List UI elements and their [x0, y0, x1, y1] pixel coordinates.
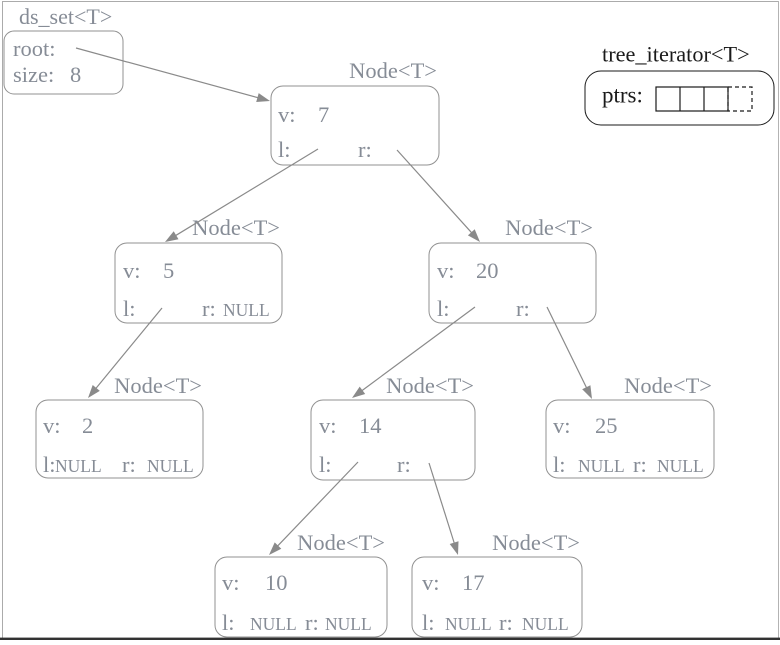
svg-text:NULL: NULL: [325, 614, 372, 634]
svg-text:NULL: NULL: [55, 456, 102, 476]
svg-text:Node<T>: Node<T>: [386, 373, 474, 398]
svg-text:v:: v:: [123, 258, 141, 283]
svg-text:NULL: NULL: [250, 614, 297, 634]
svg-text:r:: r:: [397, 452, 411, 477]
svg-text:5: 5: [163, 258, 174, 283]
svg-text:v:: v:: [222, 570, 240, 595]
svg-text:17: 17: [462, 570, 485, 595]
svg-text:7: 7: [318, 102, 329, 127]
svg-text:r:: r:: [633, 452, 647, 477]
svg-text:tree_iterator<T>: tree_iterator<T>: [602, 42, 750, 67]
svg-text:NULL: NULL: [657, 456, 704, 476]
svg-text:Node<T>: Node<T>: [349, 58, 437, 83]
svg-text:l:: l:: [437, 296, 450, 321]
svg-text:25: 25: [595, 413, 618, 438]
svg-text:l:: l:: [319, 452, 332, 477]
svg-text:14: 14: [359, 413, 382, 438]
svg-text:10: 10: [265, 570, 288, 595]
svg-text:l:: l:: [43, 452, 56, 477]
svg-text:NULL: NULL: [223, 300, 270, 320]
svg-text:l:: l:: [123, 296, 136, 321]
svg-text:r:: r:: [358, 137, 372, 162]
svg-text:ds_set<T>: ds_set<T>: [19, 4, 112, 29]
svg-text:l:: l:: [553, 452, 566, 477]
svg-text:Node<T>: Node<T>: [297, 530, 385, 555]
svg-text:v:: v:: [319, 413, 337, 438]
svg-text:NULL: NULL: [445, 614, 492, 634]
svg-text:Node<T>: Node<T>: [192, 215, 280, 240]
svg-text:Node<T>: Node<T>: [114, 373, 202, 398]
svg-text:r:: r:: [122, 452, 136, 477]
svg-text:20: 20: [476, 258, 499, 283]
svg-text:v:: v:: [553, 413, 571, 438]
svg-text:v:: v:: [43, 413, 61, 438]
svg-text:v:: v:: [437, 258, 455, 283]
svg-text:v:: v:: [422, 570, 440, 595]
svg-text:ptrs:: ptrs:: [602, 83, 643, 108]
svg-text:root:: root:: [13, 36, 56, 61]
svg-text:r:: r:: [516, 296, 530, 321]
svg-text:NULL: NULL: [578, 456, 625, 476]
svg-text:r:: r:: [202, 296, 216, 321]
svg-text:v:: v:: [278, 102, 296, 127]
svg-text:8: 8: [70, 62, 81, 87]
svg-text:l:: l:: [278, 137, 291, 162]
svg-text:Node<T>: Node<T>: [492, 530, 580, 555]
svg-text:Node<T>: Node<T>: [624, 373, 712, 398]
svg-text:NULL: NULL: [522, 614, 569, 634]
svg-text:NULL: NULL: [147, 456, 194, 476]
svg-text:size:: size:: [13, 62, 54, 87]
svg-text:r:: r:: [499, 610, 513, 635]
svg-text:Node<T>: Node<T>: [505, 215, 593, 240]
svg-text:r:: r:: [305, 610, 319, 635]
svg-text:2: 2: [82, 413, 93, 438]
svg-text:l:: l:: [222, 610, 235, 635]
svg-text:l:: l:: [422, 610, 435, 635]
